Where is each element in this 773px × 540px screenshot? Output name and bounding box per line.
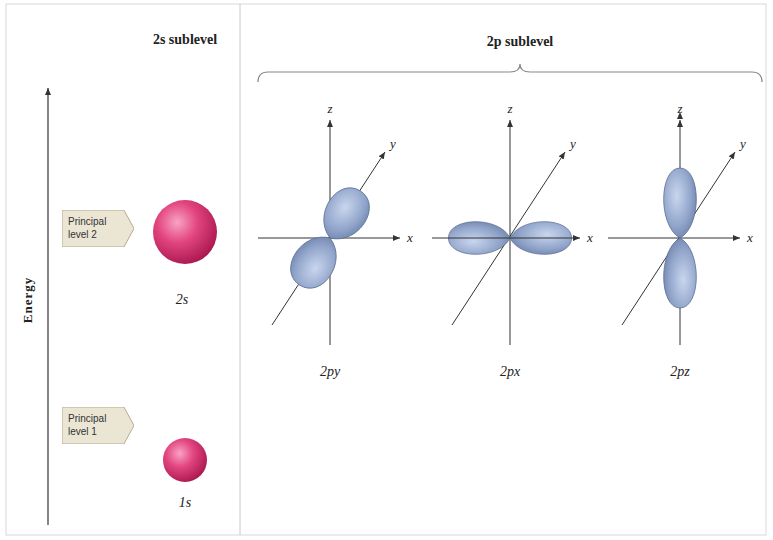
axis-label: y bbox=[570, 136, 576, 152]
level-tag: Principal level 1 bbox=[62, 407, 134, 444]
level-text: Principal level 1 bbox=[62, 407, 134, 444]
axis-label: y bbox=[740, 136, 746, 152]
orbital-label: 2py bbox=[320, 364, 340, 380]
axis-label: z bbox=[677, 101, 682, 117]
orbital-label: 1s bbox=[179, 495, 191, 511]
axis-label: x bbox=[407, 230, 413, 246]
axis-label: y bbox=[390, 136, 396, 152]
divider bbox=[240, 4, 241, 535]
bracket bbox=[258, 64, 762, 82]
orbital-label: 2px bbox=[500, 364, 520, 380]
axis-label: z bbox=[507, 101, 512, 117]
column-heading: 2p sublevel bbox=[480, 34, 560, 49]
2px-orbital bbox=[432, 120, 580, 345]
axis-title: Energy bbox=[20, 277, 36, 323]
axis-label: x bbox=[747, 230, 753, 246]
2s-orbital bbox=[153, 200, 217, 264]
2pz-orbital bbox=[608, 112, 740, 345]
2py-orbital bbox=[258, 120, 400, 345]
axis-label: x bbox=[587, 230, 593, 246]
orbital-label: 2pz bbox=[670, 364, 689, 380]
frame bbox=[6, 4, 766, 535]
level-tag: Principal level 2 bbox=[62, 210, 134, 247]
column-heading: 2s sublevel bbox=[145, 32, 225, 47]
1s-orbital bbox=[163, 438, 207, 482]
energy-arrow bbox=[47, 88, 48, 525]
axis-label: z bbox=[327, 101, 332, 117]
level-text: Principal level 2 bbox=[62, 210, 134, 247]
orbital-label: 2s bbox=[176, 292, 188, 308]
